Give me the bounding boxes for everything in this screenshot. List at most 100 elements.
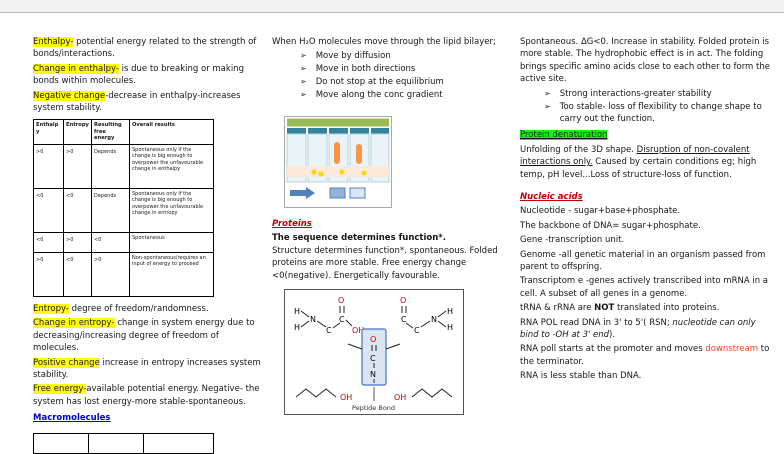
nucleotide-line: Nucleotide - sugar+base+phosphate. (520, 206, 681, 217)
nucleic-acids-heading: Nucleic acids (520, 191, 583, 202)
enthalpy-definition: Enthalpy- potential energy related to th… (33, 36, 263, 61)
negative-change-text: -decrease in enthalpy-increases system s… (33, 90, 241, 114)
arrow-bullet-icon: ➢ (544, 101, 551, 111)
atom-label: N (310, 315, 316, 324)
denaturation-underlined: Disruption of non-covalent interactions … (520, 144, 750, 168)
bullet-text: Move in both directions (315, 64, 416, 75)
left-column: Enthalpy- potential energy related to th… (33, 36, 263, 427)
arrow-bullet-icon: ➢ (300, 77, 307, 87)
gene-line: Gene -transcription unit. (520, 235, 625, 246)
denaturation-text-a: Unfolding of the 3D shape. (520, 144, 637, 155)
denaturation-text-b: Caused by certain conditions eg; high te… (520, 157, 757, 180)
peptide-bond-highlight-box (361, 328, 387, 386)
rnapol-text-b: ). (609, 330, 616, 341)
atom-label: C (414, 326, 420, 335)
bullet-text: Move by diffusion (315, 51, 391, 62)
enthalpy-term: Enthalpy- (33, 37, 74, 47)
list-item: ➢ Move along the conc gradient (300, 89, 512, 101)
trna-text-b: translated into proteins. (614, 303, 720, 314)
cell: Spontaneous (129, 231, 214, 253)
sequence-rest-text: Structure determines function*. spontane… (272, 245, 498, 281)
arrow-bullet-icon: ➢ (300, 90, 307, 100)
negative-change-definition: Negative change-decrease in enthalpy-inc… (33, 90, 263, 115)
atom-label: H (447, 307, 453, 316)
col-header-enthalpy: Enthalpy (33, 119, 64, 145)
cell: >0 (33, 143, 64, 189)
list-item: ➢ Strong interactions-greater stability (544, 88, 772, 100)
transcriptome-line: Transcriptom e -genes actively transcrib… (520, 276, 769, 299)
cell: Non-spontaneous/requires an input of ene… (129, 251, 214, 297)
free-energy-text: available potential energy. Negative- th… (33, 384, 260, 407)
cell: >0 (63, 143, 92, 189)
water-bullet-list: ➢ Move by diffusion ➢ Move in both directi… (300, 50, 512, 101)
hydroxyl-label: OH (340, 393, 352, 402)
peptide-bond-figure: H H N C C O OH H H N C C O (284, 288, 512, 419)
rnapol-line: RNA POL read DNA in 3' to 5'( RSN; nucle… (520, 317, 772, 342)
bullet-text: Strong interactions-greater stability (559, 88, 712, 99)
table-row: >0 >0 Depends Spontaneous only if the ch… (33, 143, 214, 189)
trna-text-a: tRNA & rRNA are (520, 303, 595, 314)
rnapol-text-a: RNA POL read DNA in 3' to 5'( RSN; (520, 317, 673, 328)
membrane-diagram-image (284, 115, 392, 208)
table-header-row: Enthalpy Entropy Resulting free energy O… (33, 119, 214, 145)
right-column: Spontaneous. ΔG<0. Increase in stability… (520, 36, 772, 385)
peptide-bond-image: H H N C C O OH H H N C C O (284, 288, 464, 415)
entropy-text: degree of freedom/randomness. (68, 303, 209, 314)
entropy-definition: Entropy- degree of freedom/randomness. (33, 303, 263, 315)
change-enthalpy-term: Change in enthalpy- (33, 63, 119, 74)
water-intro: When H₂O molecules move through the lipi… (272, 37, 496, 47)
promoter-text-a: RNA poll starts at the promoter and move… (520, 344, 706, 355)
arrow-bullet-icon: ➢ (544, 88, 551, 98)
cell: <0 (33, 187, 64, 233)
positive-change-term: Positive change (33, 357, 100, 368)
oxygen-label: O (338, 296, 344, 305)
entropy-term: Entropy- (33, 303, 69, 314)
table-row (33, 433, 214, 454)
positive-change-definition: Positive change increase in entropy incr… (33, 357, 263, 382)
change-enthalpy-definition: Change in enthalpy- is due to breaking o… (33, 63, 263, 88)
atom-label: C (401, 315, 407, 324)
atom-label: H (294, 323, 300, 332)
macromolecules-table-fragment (33, 433, 214, 454)
table-row: <0 >0 <0 Spontaneous (33, 231, 214, 253)
atom-label: H (294, 307, 300, 316)
sequence-function-statement: The sequence determines function*.Struct… (272, 232, 512, 282)
cell: <0 (91, 231, 130, 253)
atom-label: N (431, 315, 437, 324)
page-top-border (0, 0, 784, 13)
hydroxyl-label: OH (352, 326, 364, 335)
hydroxyl-label: OH (394, 393, 406, 402)
flow-arrow-icon (290, 186, 315, 199)
list-item: ➢ Move in both directions (300, 63, 512, 75)
denaturation-heading-text: Protein denaturation (520, 130, 608, 141)
col-header-free-energy: Resulting free energy (91, 119, 130, 145)
denaturation-heading: Protein denaturation (520, 129, 772, 141)
trna-line: tRNA & rRNA are NOT translated into prot… (520, 302, 772, 314)
trna-not-bold: NOT (594, 303, 615, 314)
oxygen-label: O (370, 335, 376, 344)
downstream-colored-text: downstream (705, 344, 759, 355)
membrane-transport-figure (284, 115, 512, 212)
promoter-text-b: to the terminator. (520, 344, 770, 367)
table-row: <0 <0 Depends Spontaneous only if the ch… (33, 187, 214, 233)
backbone-line: The backbone of DNA= sugar+phosphate. (520, 220, 701, 231)
free-energy-term: Free energy- (33, 384, 87, 395)
cell (88, 433, 144, 454)
bullet-text: Do not stop at the equilibrium (315, 77, 444, 88)
arrow-bullet-icon: ➢ (300, 64, 307, 74)
free-energy-definition: Free energy-available potential energy. … (33, 383, 263, 408)
enthalpy-text: potential energy related to the strength… (33, 37, 257, 60)
sequence-bold-text: The sequence determines function*. (272, 233, 446, 244)
rna-stability-line: RNA is less stable than DNA. (520, 371, 642, 382)
peptide-bond-caption: Peptide Bond (352, 404, 395, 412)
change-entropy-term: Change in entropy- (33, 318, 115, 329)
cell: <0 (63, 251, 92, 297)
list-item: ➢Too stable- loss of flexibility to chan… (544, 101, 772, 126)
arrow-bullet-icon: ➢ (300, 51, 307, 61)
cell (143, 433, 214, 454)
col-header-overall: Overall results (129, 119, 214, 145)
bullet-text: Move along the conc gradient (315, 90, 443, 101)
cell: Depends (91, 187, 130, 233)
cell: Depends (91, 143, 130, 189)
cell (33, 433, 89, 454)
